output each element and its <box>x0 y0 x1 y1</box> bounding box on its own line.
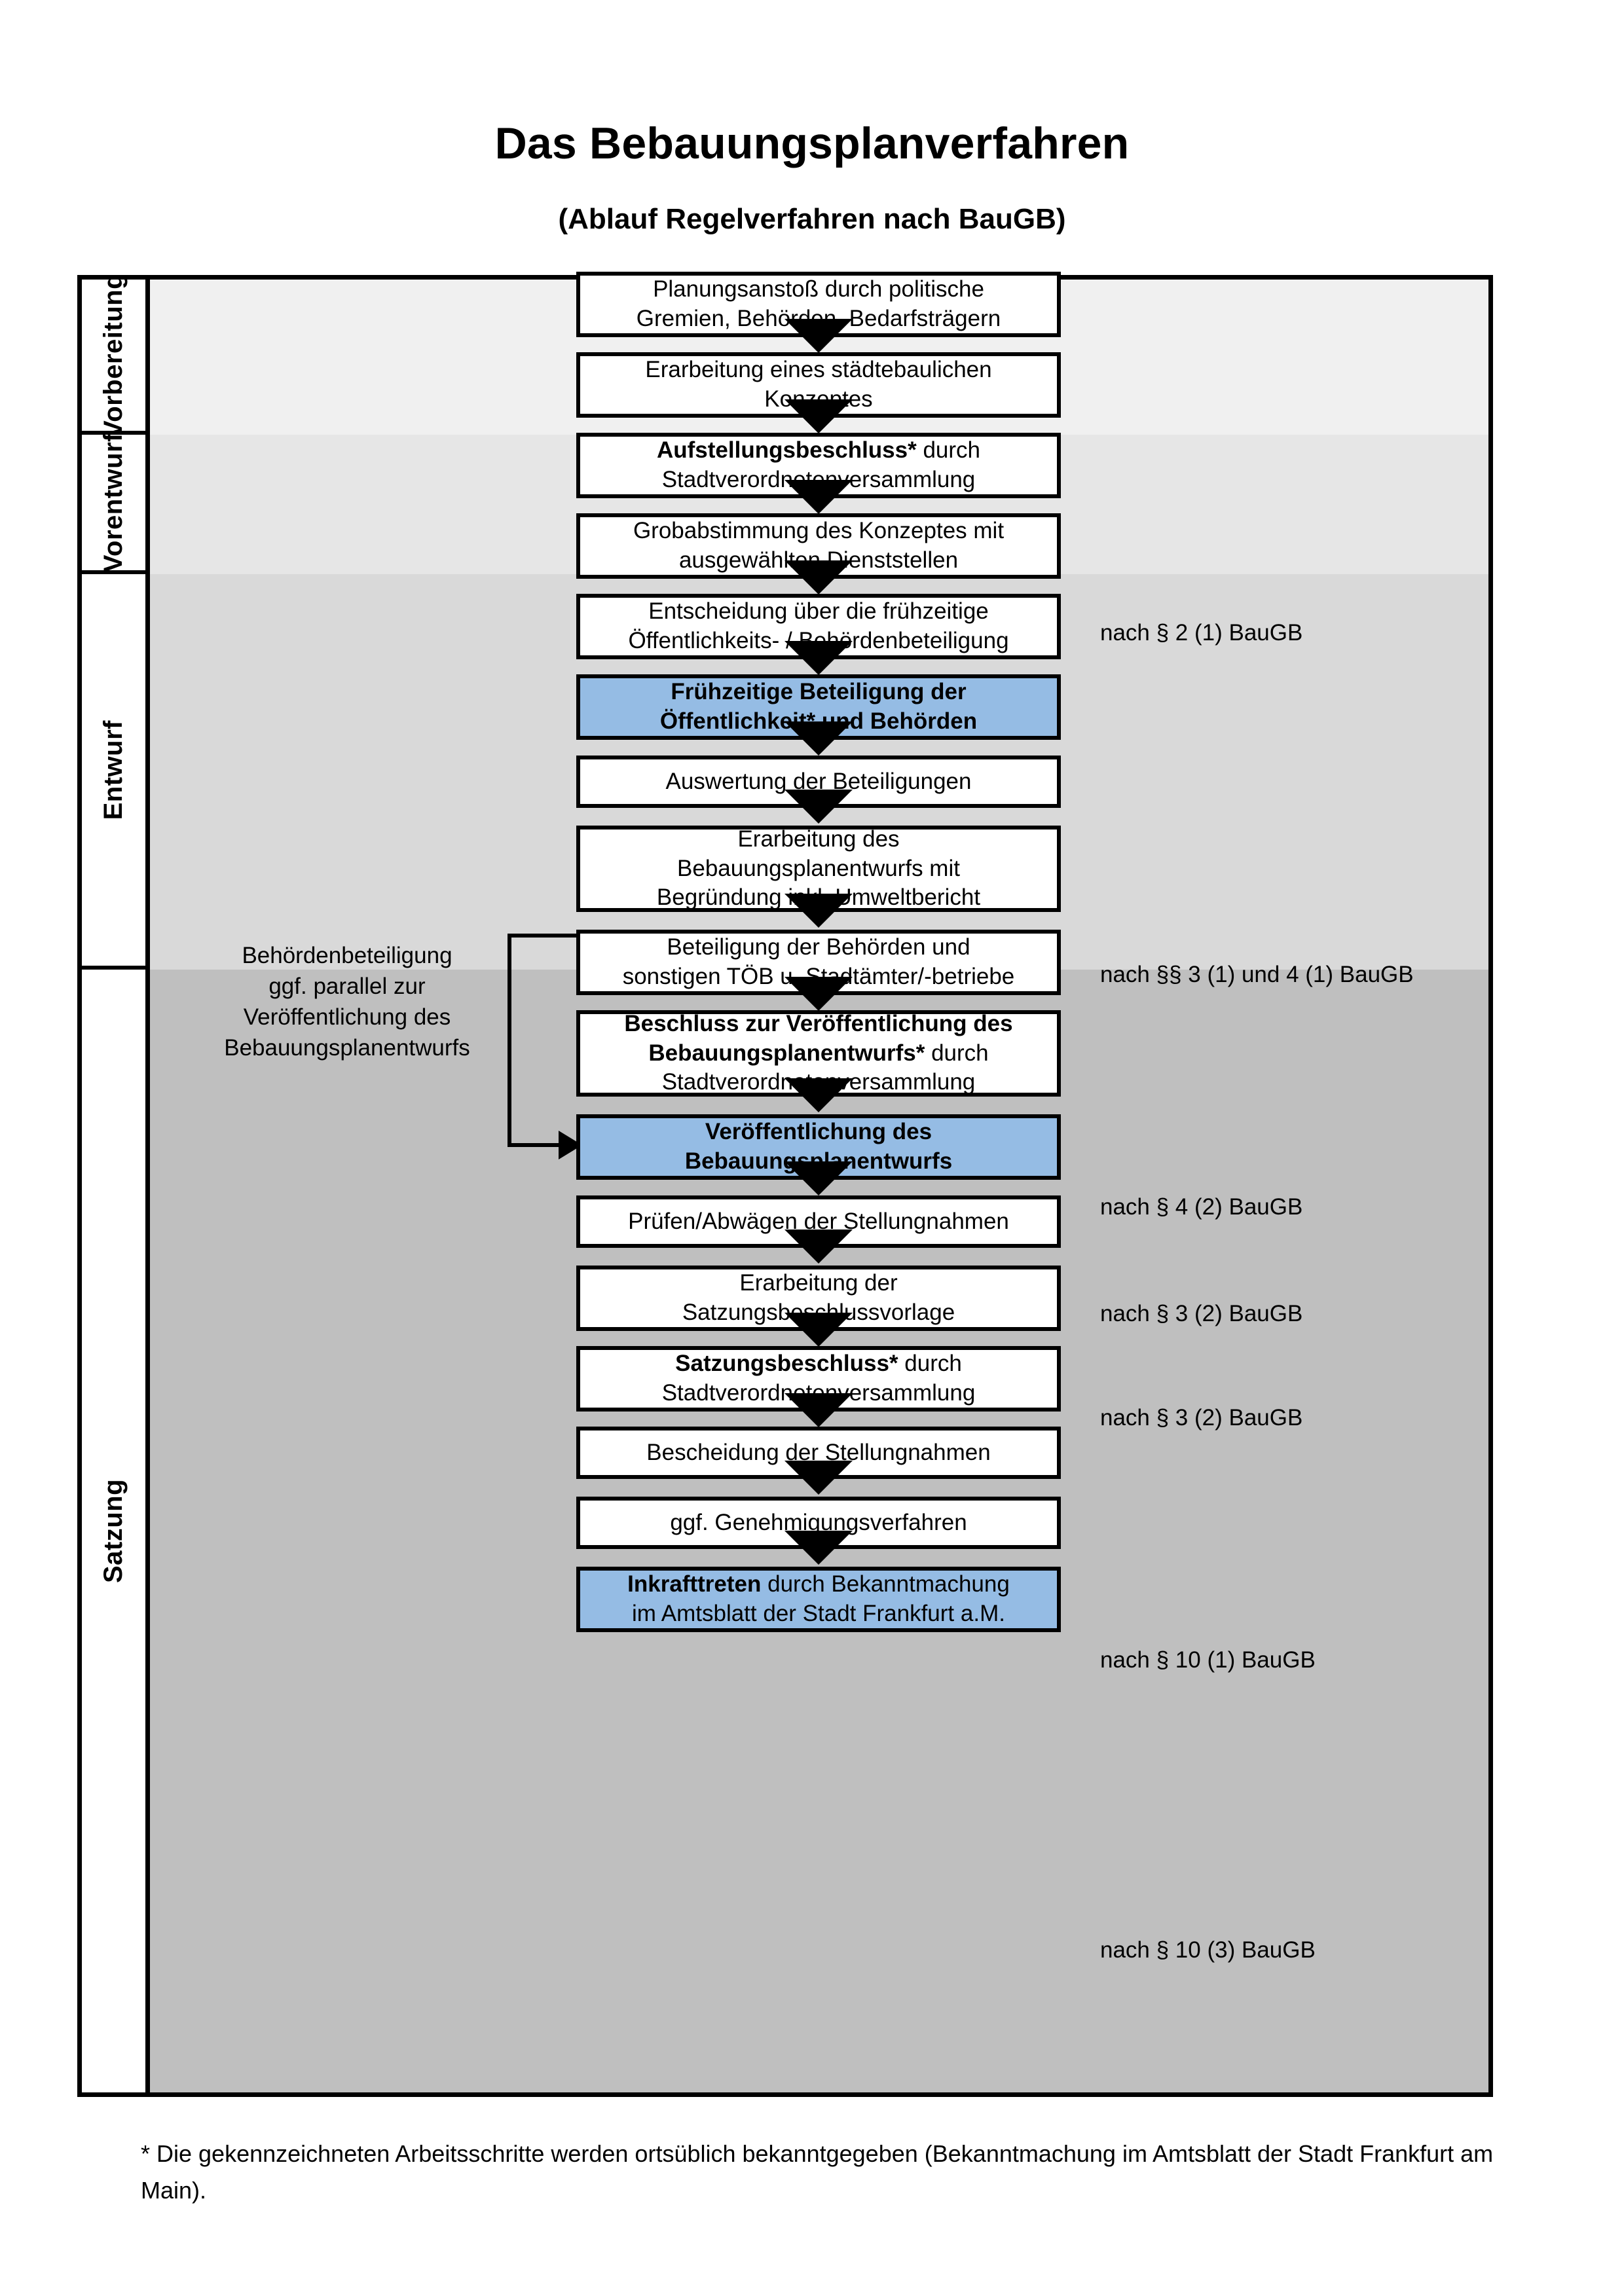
step-line: Entscheidung über die frühzeitige <box>648 598 989 625</box>
step-line: Beteiligung der Behörden und <box>667 934 970 960</box>
phase-cell-entwurf: Entwurf <box>82 574 145 970</box>
arrow-down-icon <box>784 1461 853 1495</box>
legal-reference-ref-par10-1: nach § 10 (1) BauGB <box>1100 1647 1316 1673</box>
side-note-line: Behördenbeteiligung <box>242 943 452 968</box>
arrow-down-icon <box>784 977 853 1011</box>
page-subtitle: (Ablauf Regelverfahren nach BauGB) <box>558 202 1066 235</box>
side-note-line: ggf. parallel zur <box>268 973 426 999</box>
legal-reference-ref-par2-1: nach § 2 (1) BauGB <box>1100 620 1303 646</box>
step-line: Planungsanstoß durch politische <box>653 276 984 302</box>
step-line-suffix: durch Bekanntmachung <box>761 1571 1010 1597</box>
phase-label: Entwurf <box>99 720 128 820</box>
phase-cell-satzung: Satzung <box>82 970 145 2092</box>
phase-label: Satzung <box>99 1478 128 1584</box>
arrow-down-icon <box>784 894 853 928</box>
step-line: Bebauungsplanentwurfs mit <box>677 855 960 881</box>
arrow-down-icon <box>784 1531 853 1565</box>
side-note-line: Bebauungsplanentwurfs <box>224 1034 470 1061</box>
step-line: Satzungsbeschluss* durch <box>675 1351 962 1377</box>
page-title: Das Bebauungsplanverfahren <box>494 118 1130 168</box>
legal-reference-ref-par3-2-b: nach § 3 (2) BauGB <box>1100 1405 1303 1430</box>
step-box-inkrafttreten: Inkrafttreten durch Bekanntmachung im Amt… <box>576 1567 1061 1632</box>
arrow-down-icon <box>784 480 853 514</box>
side-note-line: Veröffentlichung des <box>243 1004 451 1030</box>
step-line-suffix: durch <box>925 1040 989 1066</box>
arrow-down-icon <box>784 1078 853 1112</box>
legal-reference-ref-par4-2: nach § 4 (2) BauGB <box>1100 1194 1303 1220</box>
arrow-down-icon <box>784 1230 853 1264</box>
legal-reference-ref-par3-1-4-1: nach §§ 3 (1) und 4 (1) BauGB <box>1100 962 1414 987</box>
bracket-vertical-line <box>507 934 511 1147</box>
step-box-text: Inkrafttreten durch Bekanntmachung im Amt… <box>627 1570 1010 1629</box>
step-line: Erarbeitung der <box>739 1270 898 1296</box>
phase-cell-vorentwurf: Vorentwurf <box>82 432 145 574</box>
arrow-down-icon <box>784 721 853 756</box>
bracket-connector-arrow <box>507 934 582 1159</box>
arrow-down-icon <box>784 319 853 353</box>
step-line-suffix: durch <box>898 1351 962 1377</box>
bracket-top-line <box>507 934 576 938</box>
bracket-bottom-line <box>507 1143 576 1147</box>
step-line: Veröffentlichung des <box>705 1119 932 1145</box>
phase-column: Vorbereitung Vorentwurf Entwurf Satzung <box>82 273 150 2092</box>
arrow-down-icon <box>784 560 853 594</box>
phase-label: Vorentwurf <box>99 432 128 573</box>
arrow-down-icon <box>784 1393 853 1427</box>
step-line: Frühzeitige Beteiligung der <box>671 679 967 705</box>
phase-cell-vorbereitung: Vorbereitung <box>82 273 145 437</box>
legal-reference-ref-par10-3: nach § 10 (3) BauGB <box>1100 1937 1316 1963</box>
step-line: Bebauungsplanentwurfs* durch <box>648 1040 989 1066</box>
flowchart-frame: Vorbereitung Vorentwurf Entwurf Satzung … <box>77 272 1493 2097</box>
step-line: im Amtsblatt der Stadt Frankfurt a.M. <box>632 1601 1005 1626</box>
phase-label: Vorbereitung <box>99 272 128 438</box>
step-line-suffix: durch <box>916 437 981 464</box>
legal-reference-ref-par3-2-a: nach § 3 (2) BauGB <box>1100 1301 1303 1326</box>
step-line: Beschluss zur Veröffentlichung des <box>624 1010 1013 1036</box>
arrow-down-icon <box>784 641 853 675</box>
step-line: Grobabstimmung des Konzeptes mit <box>633 518 1005 544</box>
step-line: Aufstellungsbeschluss* durch <box>656 437 981 464</box>
arrow-down-icon <box>784 1313 853 1347</box>
document-header: Das Bebauungsplanverfahren (Ablauf Regel… <box>0 0 1624 235</box>
step-line: Erarbeitung eines städtebaulichen <box>645 357 992 383</box>
arrow-down-icon <box>784 399 853 433</box>
arrow-down-icon <box>784 790 853 824</box>
footnote: * Die gekennzeichneten Arbeitsschritte w… <box>141 2140 1494 2204</box>
step-line: Inkrafttreten durch Bekanntmachung <box>627 1571 1010 1597</box>
step-line: Erarbeitung des <box>737 826 900 852</box>
arrow-down-icon <box>784 1161 853 1195</box>
